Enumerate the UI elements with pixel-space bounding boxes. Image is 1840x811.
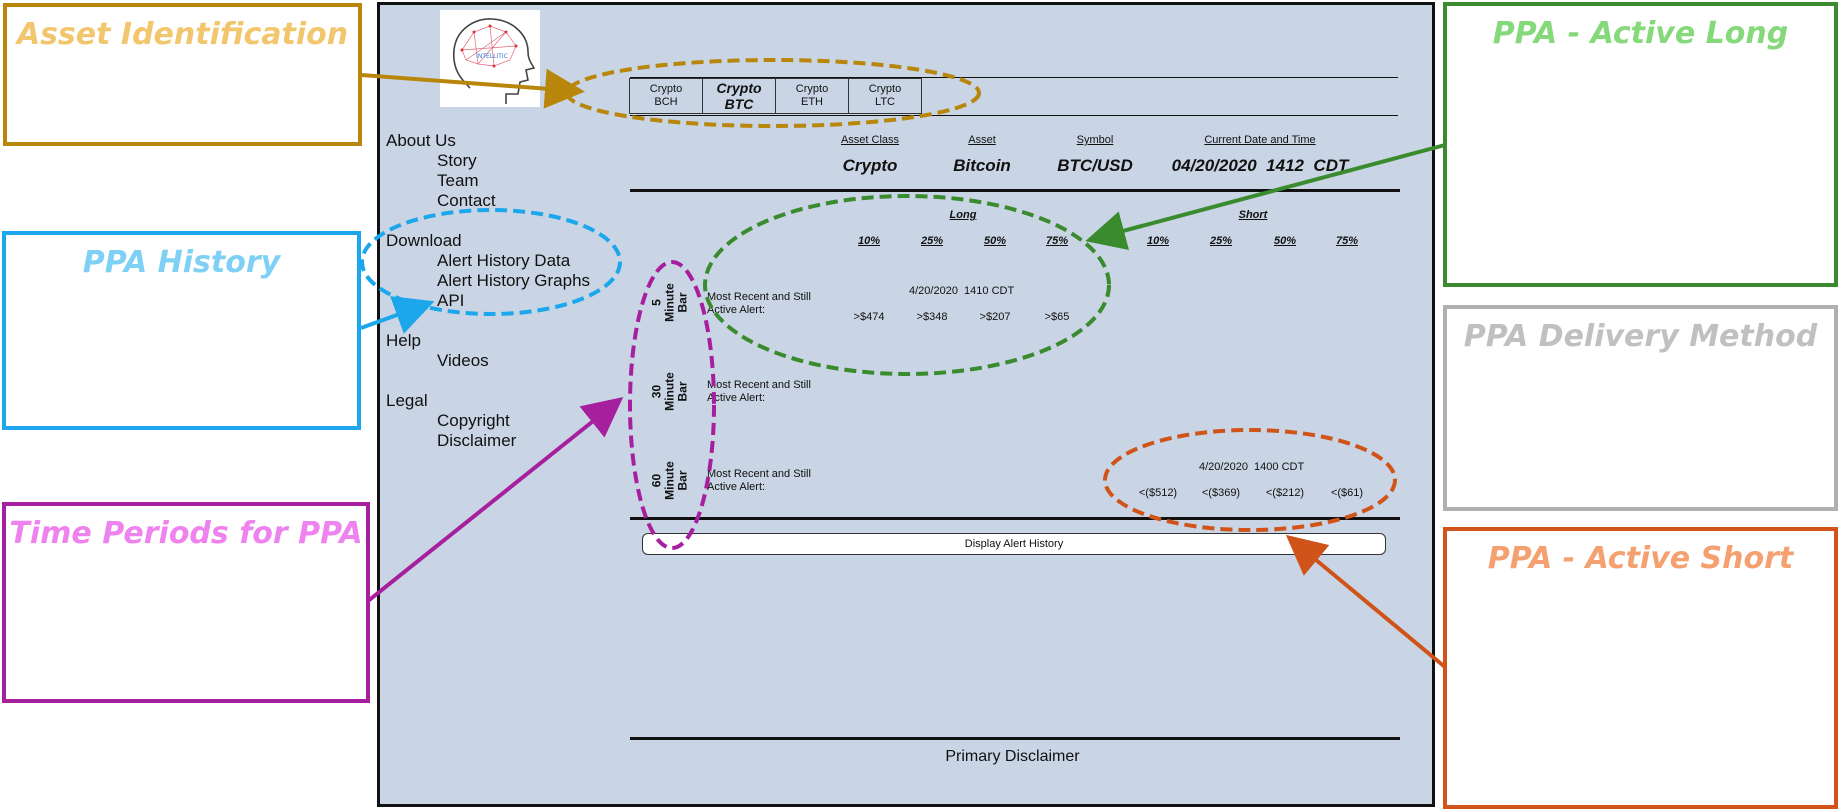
tab-line: Crypto bbox=[868, 83, 902, 95]
asset-tabs-ellipse bbox=[565, 58, 981, 128]
nav-alert-history-graphs[interactable]: Alert History Graphs bbox=[437, 271, 591, 290]
nav-alert-history-data[interactable]: Alert History Data bbox=[437, 251, 571, 270]
callout-active-short: PPA - Active Short bbox=[1443, 527, 1838, 809]
nav-contact[interactable]: Contact bbox=[437, 191, 496, 210]
callout-title: Time Periods for PPA bbox=[9, 516, 363, 551]
time-periods-ellipse bbox=[628, 260, 716, 550]
brain-head-logo-icon: INTELLITIC bbox=[452, 18, 536, 104]
callout-time-periods: Time Periods for PPA bbox=[2, 502, 370, 703]
long-alert-timestamp: 4/20/2020 1410 CDT bbox=[909, 285, 1015, 297]
table-bottom-divider bbox=[630, 517, 1400, 520]
short-header: Short bbox=[1238, 209, 1268, 221]
tab-line: Crypto bbox=[795, 83, 829, 95]
ppa-history-arrow bbox=[360, 296, 435, 334]
short-pct: 50% bbox=[1273, 235, 1297, 247]
datetime-value: 04/20/2020 1412 CDT bbox=[1171, 156, 1349, 175]
short-pct: 25% bbox=[1209, 235, 1233, 247]
ppa-history-ellipse bbox=[360, 208, 622, 316]
asset-class-value: Crypto bbox=[842, 156, 898, 175]
nav-copyright[interactable]: Copyright bbox=[437, 411, 510, 430]
tab-line: BTC bbox=[724, 96, 754, 112]
nav-team[interactable]: Team bbox=[437, 171, 479, 190]
callout-title: PPA - Active Short bbox=[1487, 541, 1794, 576]
website-mockup bbox=[377, 2, 1435, 807]
nav-download[interactable]: Download bbox=[386, 231, 462, 250]
long-pct: 25% bbox=[920, 235, 944, 247]
primary-disclaimer[interactable]: Primary Disclaimer bbox=[945, 748, 1080, 765]
asset-tabs: Crypto BCH Crypto BTC Crypto ETH Crypto … bbox=[629, 78, 922, 114]
row-label-5min: Most Recent and Still Active Alert: bbox=[707, 291, 811, 316]
asset-identification-arrow bbox=[360, 68, 585, 109]
long-pct: 50% bbox=[983, 235, 1007, 247]
nav-help[interactable]: Help bbox=[386, 331, 421, 350]
row-label-60min: Most Recent and Still Active Alert: bbox=[707, 468, 811, 493]
nav-about-us[interactable]: About Us bbox=[386, 131, 456, 150]
tab-crypto-ltc[interactable]: Crypto LTC bbox=[848, 78, 922, 114]
logo-text: INTELLITIC bbox=[476, 53, 508, 60]
tabs-top-rule bbox=[630, 77, 1398, 78]
long-pct: 10% bbox=[857, 235, 881, 247]
callout-active-long: PPA - Active Long bbox=[1443, 2, 1838, 287]
nav-api[interactable]: API bbox=[437, 291, 465, 310]
short-alert-value: <($369) bbox=[1201, 487, 1241, 499]
tab-line: LTC bbox=[875, 96, 895, 108]
asset-label: Asset bbox=[968, 134, 996, 146]
display-alert-history-button[interactable]: Display Alert History bbox=[642, 533, 1386, 555]
long-pct: 75% bbox=[1045, 235, 1069, 247]
short-alert-timestamp: 4/20/2020 1400 CDT bbox=[1199, 461, 1305, 473]
tab-line: ETH bbox=[801, 96, 823, 108]
active-short-ellipse bbox=[1103, 428, 1397, 532]
symbol-label: Symbol bbox=[1076, 134, 1114, 146]
active-long-arrow bbox=[1085, 143, 1446, 251]
callout-asset-identification: Asset Identification bbox=[3, 3, 362, 146]
short-pct: 75% bbox=[1335, 235, 1359, 247]
tab-line: Crypto bbox=[649, 83, 683, 95]
long-alert-value: >$65 bbox=[1044, 311, 1070, 323]
callout-title: PPA - Active Long bbox=[1492, 16, 1789, 51]
short-alert-value: <($512) bbox=[1138, 487, 1178, 499]
row-label-30min: Most Recent and Still Active Alert: bbox=[707, 379, 811, 404]
datetime-label: Current Date and Time bbox=[1204, 134, 1316, 146]
asset-class-label: Asset Class bbox=[840, 134, 900, 146]
nav-disclaimer[interactable]: Disclaimer bbox=[437, 431, 517, 450]
callout-title: Asset Identification bbox=[16, 17, 349, 52]
long-alert-value: >$207 bbox=[979, 311, 1011, 323]
asset-value: Bitcoin bbox=[953, 156, 1011, 175]
active-long-ellipse bbox=[703, 194, 1111, 376]
short-alert-value: <($61) bbox=[1330, 487, 1364, 499]
nav-legal[interactable]: Legal bbox=[386, 391, 428, 410]
logo: INTELLITIC bbox=[440, 10, 540, 107]
nav-videos[interactable]: Videos bbox=[437, 351, 489, 370]
callout-title: PPA History bbox=[82, 245, 281, 280]
time-periods-arrow bbox=[366, 397, 624, 603]
footer-divider bbox=[630, 737, 1400, 740]
short-pct: 10% bbox=[1146, 235, 1170, 247]
long-alert-value: >$474 bbox=[853, 311, 885, 323]
short-alert-value: <($212) bbox=[1265, 487, 1305, 499]
tab-line: Crypto bbox=[716, 80, 762, 96]
long-alert-value: >$348 bbox=[916, 311, 948, 323]
symbol-value: BTC/USD bbox=[1057, 156, 1133, 175]
callout-ppa-history: PPA History bbox=[2, 231, 361, 430]
callout-delivery-method: PPA Delivery Method bbox=[1443, 305, 1838, 511]
long-header: Long bbox=[949, 209, 977, 221]
nav-story[interactable]: Story bbox=[437, 151, 477, 170]
tab-line: BCH bbox=[654, 96, 678, 108]
tab-crypto-bch[interactable]: Crypto BCH bbox=[629, 78, 703, 114]
active-short-arrow bbox=[1285, 534, 1447, 669]
header-divider bbox=[630, 189, 1400, 192]
tab-crypto-btc[interactable]: Crypto BTC bbox=[702, 78, 776, 114]
tabs-bottom-rule bbox=[630, 115, 1398, 116]
callout-title: PPA Delivery Method bbox=[1463, 319, 1818, 354]
